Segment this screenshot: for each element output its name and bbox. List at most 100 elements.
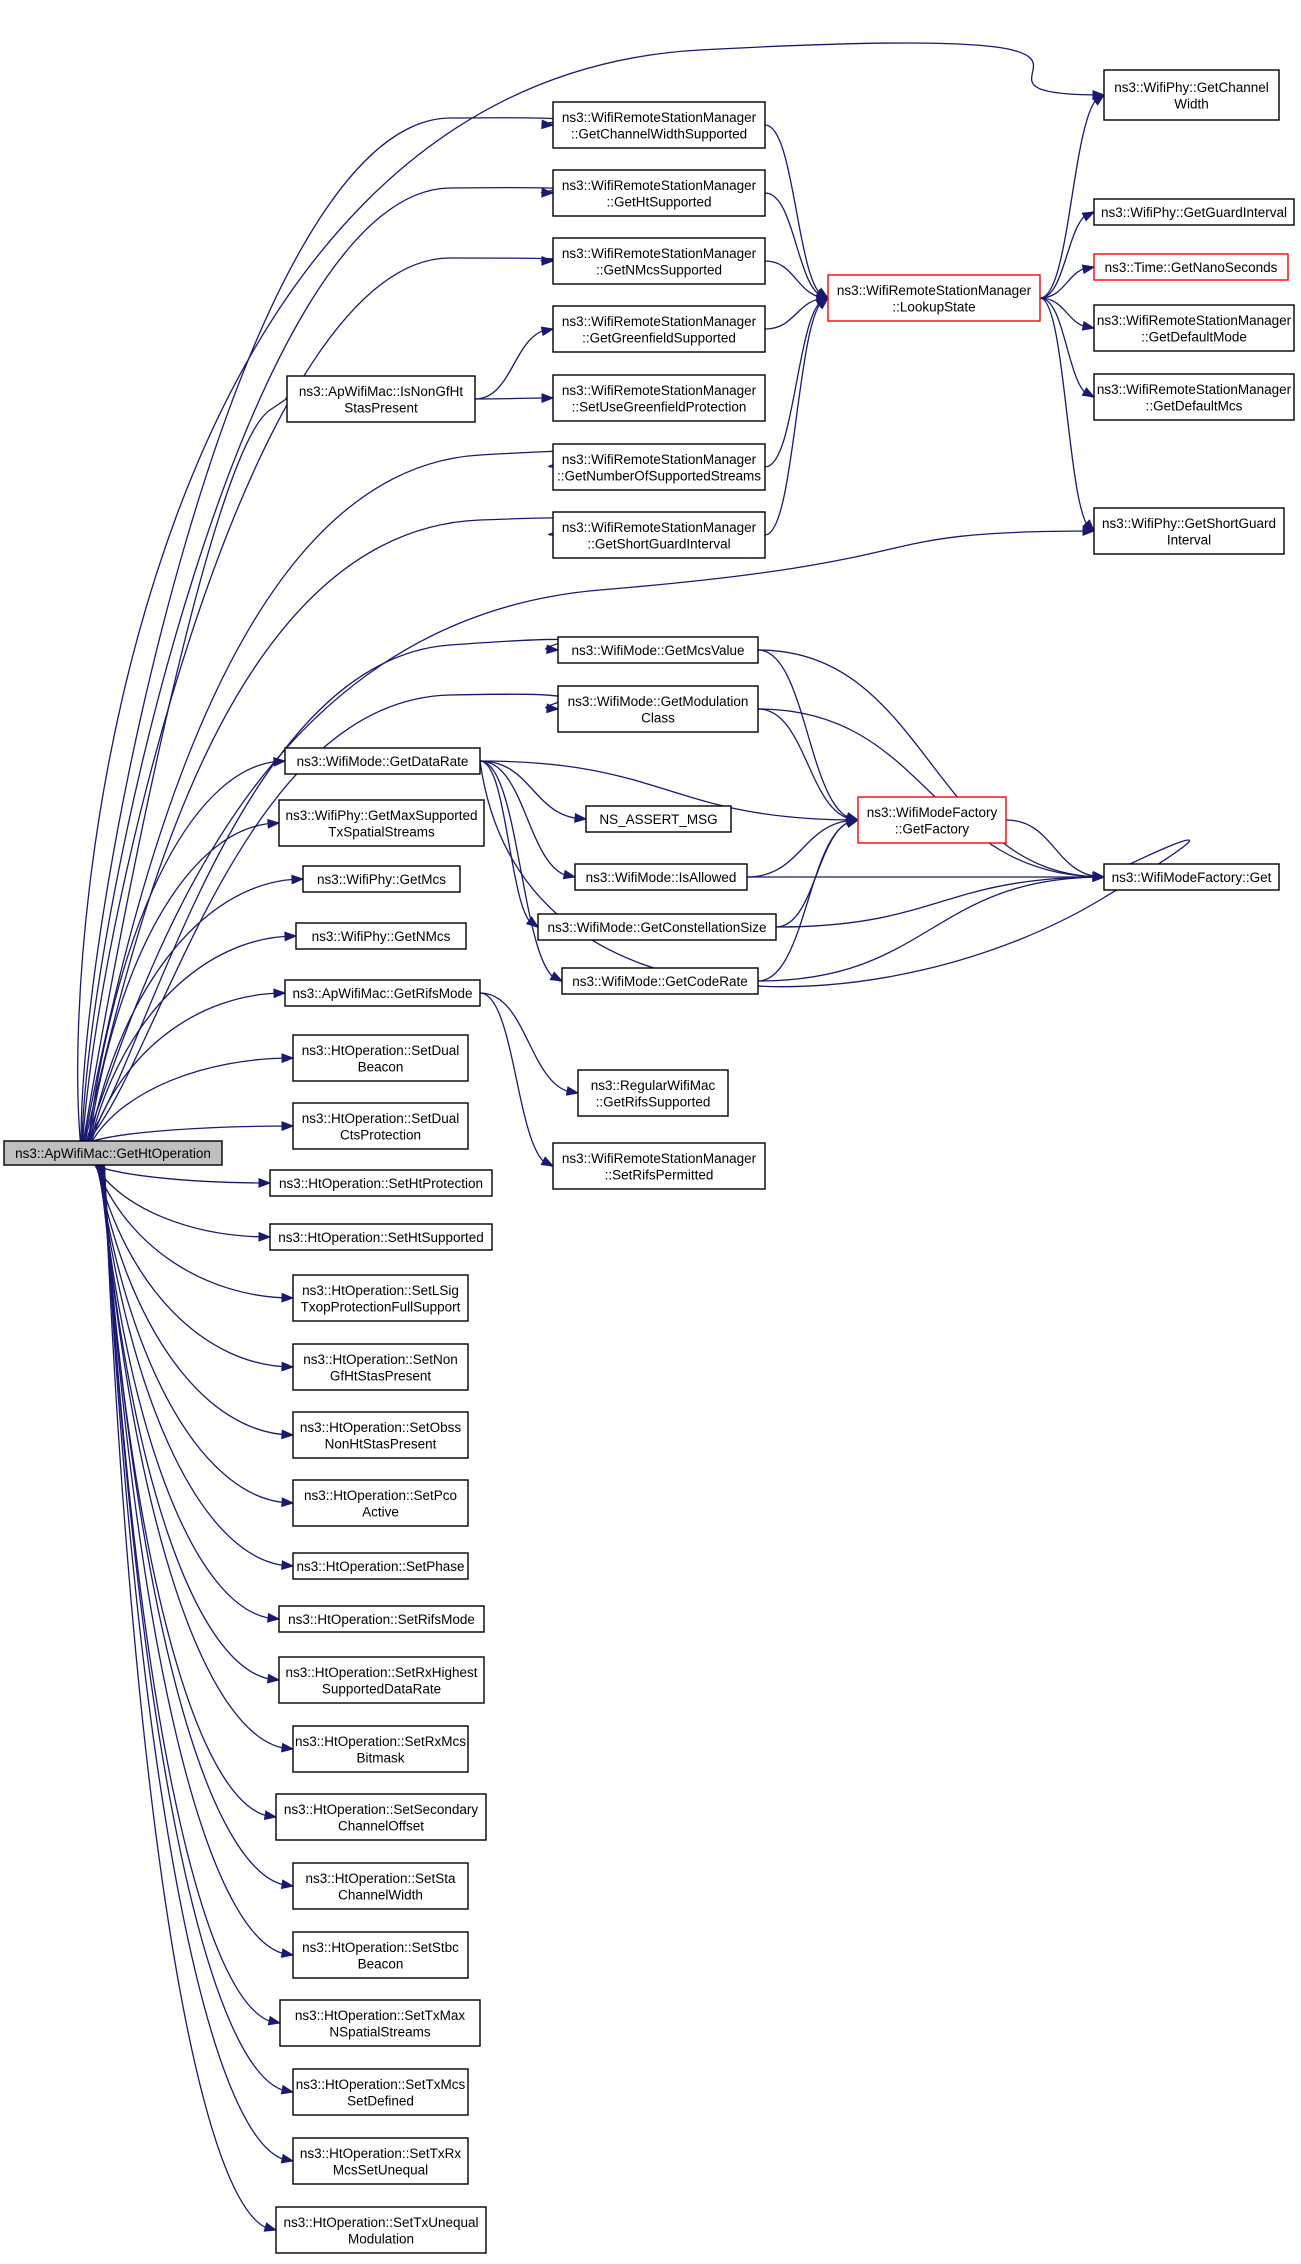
node-ho_phase[interactable]: ns3::HtOperation::SetPhase: [292, 1552, 469, 1580]
edge-rsm_nss-to-lookup: [764, 297, 829, 468]
node-reg_rifs[interactable]: ns3::RegularWifiMac::GetRifsSupported: [577, 1069, 729, 1117]
node-maxss[interactable]: ns3::WifiPhy::GetMaxSupportedTxSpatialSt…: [278, 799, 485, 847]
node-factory[interactable]: ns3::WifiModeFactory::GetFactory: [857, 796, 1007, 844]
node-label: ns3::HtOperation::SetPco: [304, 1488, 457, 1503]
node-box: [302, 865, 461, 893]
node-label: ns3::HtOperation::SetRxMcs: [295, 1734, 466, 1749]
edge-root-to-ho_htsup: [94, 1164, 271, 1238]
node-gi[interactable]: ns3::WifiPhy::GetGuardInterval: [1093, 198, 1295, 226]
node-defmcs[interactable]: ns3::WifiRemoteStationManager::GetDefaul…: [1093, 373, 1295, 421]
node-nano[interactable]: ns3::Time::GetNanoSeconds: [1093, 253, 1289, 281]
node-label: SupportedDataRate: [322, 1681, 441, 1696]
node-box: [292, 1479, 469, 1527]
edge-root-to-chw: [77, 42, 1105, 1142]
node-root[interactable]: ns3::ApWifiMac::GetHtOperation: [3, 1140, 223, 1166]
node-rsm_rifs[interactable]: ns3::WifiRemoteStationManager::SetRifsPe…: [552, 1142, 766, 1190]
node-rsm_chw[interactable]: ns3::WifiRemoteStationManager::GetChanne…: [552, 101, 766, 149]
node-label: ns3::ApWifiMac::GetRifsMode: [292, 986, 472, 1001]
edge-root-to-nongf: [82, 388, 300, 1142]
node-getmcs[interactable]: ns3::WifiPhy::GetMcs: [302, 865, 461, 893]
node-box: [279, 1999, 481, 2047]
node-assert[interactable]: NS_ASSERT_MSG: [585, 805, 732, 833]
node-datarate[interactable]: ns3::WifiMode::GetDataRate: [284, 747, 481, 775]
node-rifs[interactable]: ns3::ApWifiMac::GetRifsMode: [284, 979, 481, 1007]
node-box: [292, 2068, 469, 2116]
arrowhead-ho_rifs: [267, 1612, 281, 1623]
node-rsm_nss[interactable]: ns3::WifiRemoteStationManager::GetNumber…: [552, 443, 766, 491]
arrowhead-ho_sec: [263, 1810, 278, 1820]
arrowhead-ho_dual: [281, 1053, 295, 1064]
edge-datarate-to-allowed: [479, 760, 576, 878]
arrowhead-lookup: [816, 297, 830, 310]
node-label: ns3::HtOperation::SetStbc: [302, 1940, 459, 1955]
node-ho_txmax[interactable]: ns3::HtOperation::SetTxMaxNSpatialStream…: [279, 1999, 481, 2047]
node-label: ns3::HtOperation::SetSta: [305, 1871, 456, 1886]
node-box: [278, 799, 485, 847]
arrowhead-phy_sgi: [1082, 519, 1095, 533]
node-const[interactable]: ns3::WifiMode::GetConstellationSize: [537, 913, 777, 941]
node-ho_rxhigh[interactable]: ns3::HtOperation::SetRxHighestSupportedD…: [278, 1656, 485, 1704]
arrowhead-rsm_ht: [541, 187, 555, 198]
node-chw[interactable]: ns3::WifiPhy::GetChannelWidth: [1103, 69, 1280, 121]
node-label: ns3::WifiRemoteStationManager: [562, 110, 757, 125]
node-box: [552, 511, 766, 559]
node-box: [278, 1656, 485, 1704]
node-getnmcs[interactable]: ns3::WifiPhy::GetNMcs: [295, 922, 467, 950]
node-box: [292, 2137, 469, 2185]
node-lookup[interactable]: ns3::WifiRemoteStationManager::LookupSta…: [827, 274, 1041, 322]
node-fget[interactable]: ns3::WifiModeFactory::Get: [1103, 863, 1280, 891]
node-box: [292, 1274, 469, 1322]
node-label: ns3::WifiRemoteStationManager: [1097, 313, 1292, 328]
node-rsm_gf[interactable]: ns3::WifiRemoteStationManager::GetGreenf…: [552, 305, 766, 353]
node-box: [284, 747, 481, 775]
node-label: ::SetRifsPermitted: [605, 1167, 714, 1182]
node-ho_lsig[interactable]: ns3::HtOperation::SetLSigTxopProtectionF…: [292, 1274, 469, 1322]
edge-coderate-to-factory: [757, 819, 859, 982]
node-box: [585, 805, 732, 833]
node-ho_htsup[interactable]: ns3::HtOperation::SetHtSupported: [269, 1223, 493, 1251]
node-rsm_nmcs[interactable]: ns3::WifiRemoteStationManager::GetNMcsSu…: [552, 237, 766, 285]
node-rsm_ugf[interactable]: ns3::WifiRemoteStationManager::SetUseGre…: [552, 374, 766, 422]
node-label: ns3::WifiMode::GetCodeRate: [572, 974, 748, 989]
node-label: ns3::HtOperation::SetTxUnequal: [283, 2215, 478, 2230]
edge-rifs-to-rsm_rifs: [479, 992, 554, 1167]
node-allowed[interactable]: ns3::WifiMode::IsAllowed: [574, 863, 748, 891]
edge-root-to-mcsval: [86, 638, 565, 1142]
node-ho_sec[interactable]: ns3::HtOperation::SetSecondaryChannelOff…: [275, 1793, 487, 1841]
node-box: [1103, 69, 1280, 121]
node-rsm_ht[interactable]: ns3::WifiRemoteStationManager::GetHtSupp…: [552, 169, 766, 217]
node-label: GfHtStasPresent: [330, 1368, 432, 1383]
node-defmode[interactable]: ns3::WifiRemoteStationManager::GetDefaul…: [1093, 304, 1295, 352]
node-label: ns3::RegularWifiMac: [591, 1078, 716, 1093]
node-coderate[interactable]: ns3::WifiMode::GetCodeRate: [561, 967, 759, 995]
node-rsm_sgi[interactable]: ns3::WifiRemoteStationManager::GetShortG…: [552, 511, 766, 559]
node-label: NS_ASSERT_MSG: [599, 812, 717, 827]
node-mcsval[interactable]: ns3::WifiMode::GetMcsValue: [557, 636, 759, 664]
node-box: [3, 1140, 223, 1166]
node-ho_htprot[interactable]: ns3::HtOperation::SetHtProtection: [269, 1169, 493, 1197]
node-ho_obss[interactable]: ns3::HtOperation::SetObssNonHtStasPresen…: [292, 1411, 469, 1459]
node-label: ns3::WifiRemoteStationManager: [562, 314, 757, 329]
edge-root-to-ho_phase: [98, 1164, 294, 1567]
node-phy_sgi[interactable]: ns3::WifiPhy::GetShortGuardInterval: [1093, 507, 1285, 555]
node-label: ns3::WifiMode::GetConstellationSize: [547, 920, 766, 935]
arrowhead-ho_htsup: [258, 1231, 272, 1242]
node-label: ns3::WifiPhy::GetShortGuard: [1102, 516, 1276, 531]
node-label: ns3::HtOperation::SetRxHighest: [285, 1665, 477, 1680]
node-box: [292, 1343, 469, 1391]
node-ho_rifs[interactable]: ns3::HtOperation::SetRifsMode: [278, 1605, 485, 1633]
edge-root-to-getmcs: [89, 878, 304, 1142]
node-box: [577, 1069, 729, 1117]
